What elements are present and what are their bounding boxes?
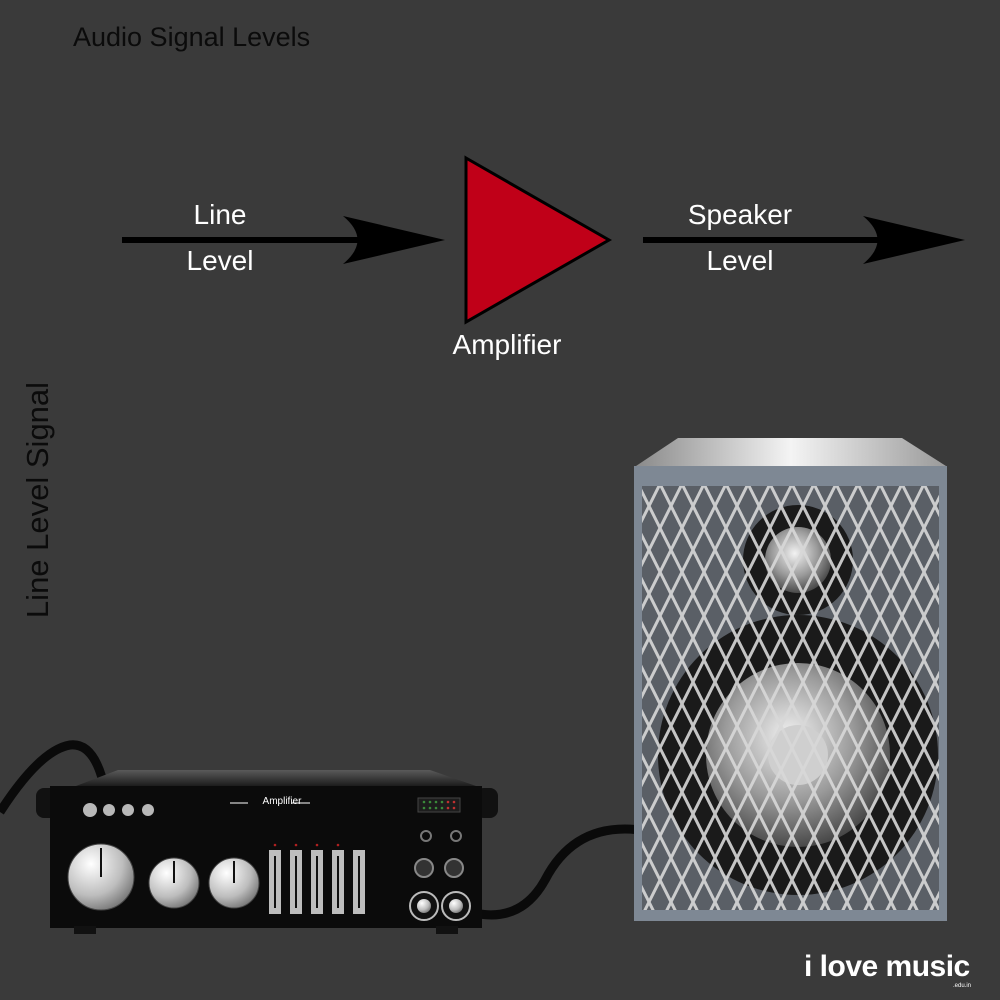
- input-cable: [0, 740, 110, 815]
- amplifier-label: Amplifier: [452, 329, 562, 360]
- brand-logo: i love music: [804, 950, 970, 983]
- level-meter: [417, 797, 461, 813]
- gain-knob: [148, 857, 200, 909]
- amplifier-panel-label: Amplifier: [262, 796, 302, 807]
- brand-suffix: .edu.in: [953, 983, 972, 989]
- amplifier-device: [36, 770, 498, 934]
- output-label-speaker: Speaker: [687, 199, 793, 230]
- tone-knob: [208, 857, 260, 909]
- amplifier-triangle: [464, 155, 613, 325]
- speaker-cable: [468, 824, 641, 920]
- speaker-cabinet: [634, 438, 947, 921]
- input-label-level: Level: [186, 245, 254, 276]
- eq-sliders: [269, 843, 365, 914]
- diagram-title: Audio Signal Levels: [73, 22, 311, 52]
- speaker-grille: [642, 486, 939, 910]
- input-label-line: Line: [193, 199, 247, 230]
- speaker-level-arrow: [643, 216, 965, 264]
- line-level-arrow: [122, 216, 445, 264]
- side-label: Line Level Signal: [20, 381, 55, 619]
- volume-knob: [67, 843, 135, 911]
- output-jacks: [409, 830, 471, 921]
- output-label-level: Level: [706, 245, 774, 276]
- indicator-lights: [83, 803, 154, 817]
